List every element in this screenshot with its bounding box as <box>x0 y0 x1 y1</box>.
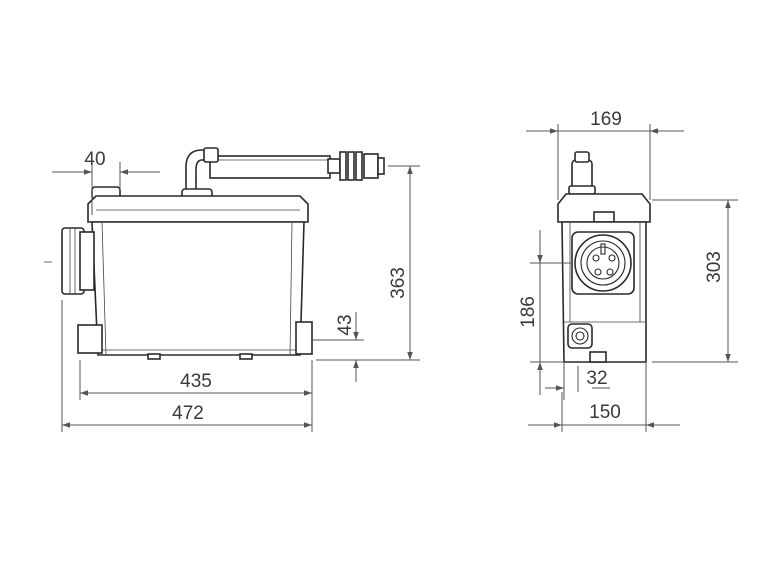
front-view: 40 363 43 435 <box>44 147 420 432</box>
dimension-303: 303 <box>652 199 738 363</box>
dim-label-363: 363 <box>388 267 409 299</box>
dim-label-186: 186 <box>518 296 539 328</box>
dimension-40: 40 <box>52 149 160 215</box>
side-view: 169 303 186 32 <box>518 109 738 432</box>
dim-label-435: 435 <box>180 371 212 392</box>
side-inlet <box>61 227 95 295</box>
tank-lid <box>87 195 309 223</box>
dimension-435: 435 <box>79 360 313 400</box>
bottom-right-outlet <box>295 321 313 355</box>
dimension-186: 186 <box>518 230 572 395</box>
discharge-pipe <box>185 147 385 194</box>
dim-label-303: 303 <box>704 251 725 283</box>
dim-label-43: 43 <box>335 314 356 335</box>
dimension-472: 472 <box>61 300 313 432</box>
dim-label-32: 32 <box>586 368 607 389</box>
foot <box>147 353 161 360</box>
foot <box>239 353 253 360</box>
lower-outlet <box>567 323 593 349</box>
side-lid <box>557 193 651 223</box>
dim-label-40: 40 <box>84 149 105 170</box>
dimension-363: 363 <box>316 165 420 361</box>
tank-body <box>91 221 305 356</box>
side-foot <box>589 351 607 363</box>
inlet-port <box>571 231 635 295</box>
dimension-150: 150 <box>528 362 680 432</box>
top-vent-stub <box>568 151 596 195</box>
dim-label-472: 472 <box>172 403 204 424</box>
dim-label-169: 169 <box>590 109 622 130</box>
bottom-left-inlet <box>77 324 103 354</box>
dimension-32: 32 <box>545 362 610 400</box>
dim-label-150: 150 <box>589 402 621 423</box>
dimension-169: 169 <box>526 109 684 200</box>
dimension-43: 43 <box>312 312 364 382</box>
